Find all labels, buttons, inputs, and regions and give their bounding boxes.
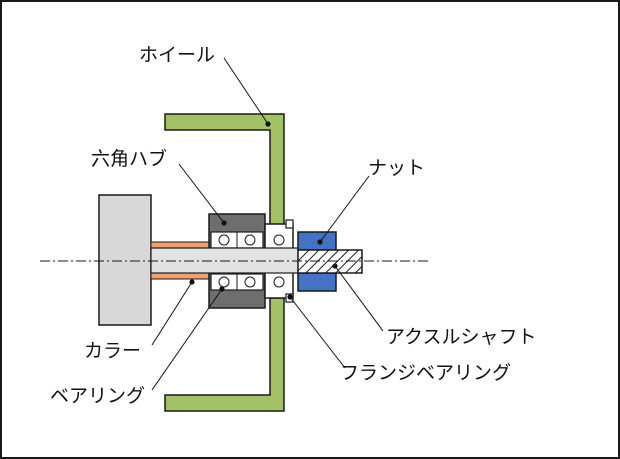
label-hex-hub: 六角ハブ xyxy=(91,147,167,170)
leader-hex-hub xyxy=(178,163,227,226)
leader-axle-shaft xyxy=(332,263,384,332)
label-collar: カラー xyxy=(84,340,141,362)
label-nut: ナット xyxy=(368,157,425,179)
label-axle-shaft: アクスルシャフト xyxy=(386,326,536,348)
collar-top xyxy=(150,241,212,249)
leader-flange-bearing xyxy=(287,294,346,369)
label-wheel: ホイール xyxy=(139,44,215,66)
leader-wheel xyxy=(223,57,271,127)
leader-collar xyxy=(151,279,195,346)
bearing-bottom xyxy=(210,273,285,291)
label-bearing: ベアリング xyxy=(50,385,145,407)
collar-bottom xyxy=(150,272,212,280)
hub-block xyxy=(98,194,152,326)
label-flange-bearing: フランジベアリング xyxy=(340,362,511,384)
leader-bearing xyxy=(151,286,225,391)
flange-bearing-top-flange xyxy=(285,219,294,229)
leader-nut xyxy=(317,175,370,245)
nut-top xyxy=(297,231,337,251)
nut-bottom xyxy=(297,272,337,292)
